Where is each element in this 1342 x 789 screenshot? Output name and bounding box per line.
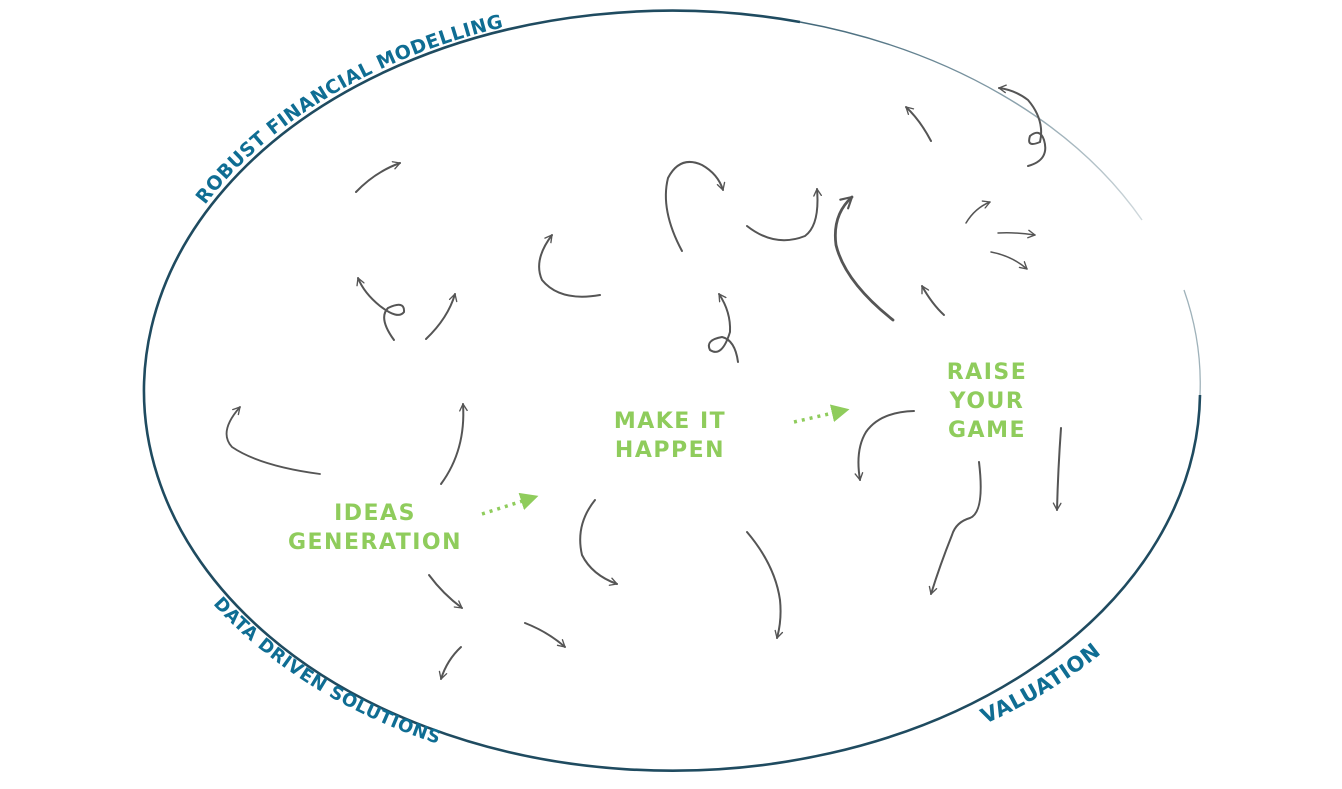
arrow-icon [707,293,739,363]
ring-arc-faded-right [1183,289,1201,396]
arrow-icon [579,499,618,586]
arrow-icon [538,234,601,298]
stage-raise-your-game: RAISE YOUR GAME [932,358,1042,445]
stage-flow-arrows [481,404,850,516]
decorative-arrows [225,84,1062,680]
arrow-icon [854,410,915,481]
stage-line: HAPPEN [614,438,726,463]
arrow-icon [905,106,932,142]
ring-label-valuation: VALUATION [977,638,1105,728]
flow-arrow-ideas-to-make [481,492,539,516]
arrow-icon [746,188,822,242]
arrow-icon [438,646,462,680]
stage-line: IDEAS [334,501,416,526]
stage-line: MAKE IT [613,409,727,434]
ring-label-robust-financial-modelling: ROBUST FINANCIAL MODELLING [192,10,506,208]
ring-arc-faded [799,21,1143,221]
arrow-icon [425,293,458,340]
ring-label-data-driven-solutions: DATA DRIVEN SOLUTIONS [209,593,443,749]
arrow-icon [355,161,401,193]
stage-line: GENERATION [287,530,463,555]
stage-line: GAME [947,418,1026,443]
arrow-icon [833,195,895,322]
arrow-icon [998,84,1047,167]
arrow-icon [664,161,726,252]
arrow-icon [1052,427,1062,511]
arrow-icon [440,403,468,485]
arrow-icon [356,277,406,341]
arrow-icon [990,251,1028,270]
outer-ring [142,9,1202,772]
arrow-icon [965,200,991,224]
stage-ideas-generation: IDEAS GENERATION [280,499,470,557]
flow-arrow-make-to-raise [793,404,850,424]
arrow-icon [921,285,945,316]
stage-line: YOUR [949,389,1025,414]
arrow-icon [997,229,1036,239]
arrow-icon [524,622,566,648]
arrow-icon [225,406,321,475]
ring-arc-main [142,9,1202,772]
arrow-icon [928,461,982,595]
arrow-icon [746,531,784,639]
stage-make-it-happen: MAKE IT HAPPEN [590,407,750,465]
arrow-icon [428,574,463,609]
stage-line: RAISE [946,360,1028,385]
